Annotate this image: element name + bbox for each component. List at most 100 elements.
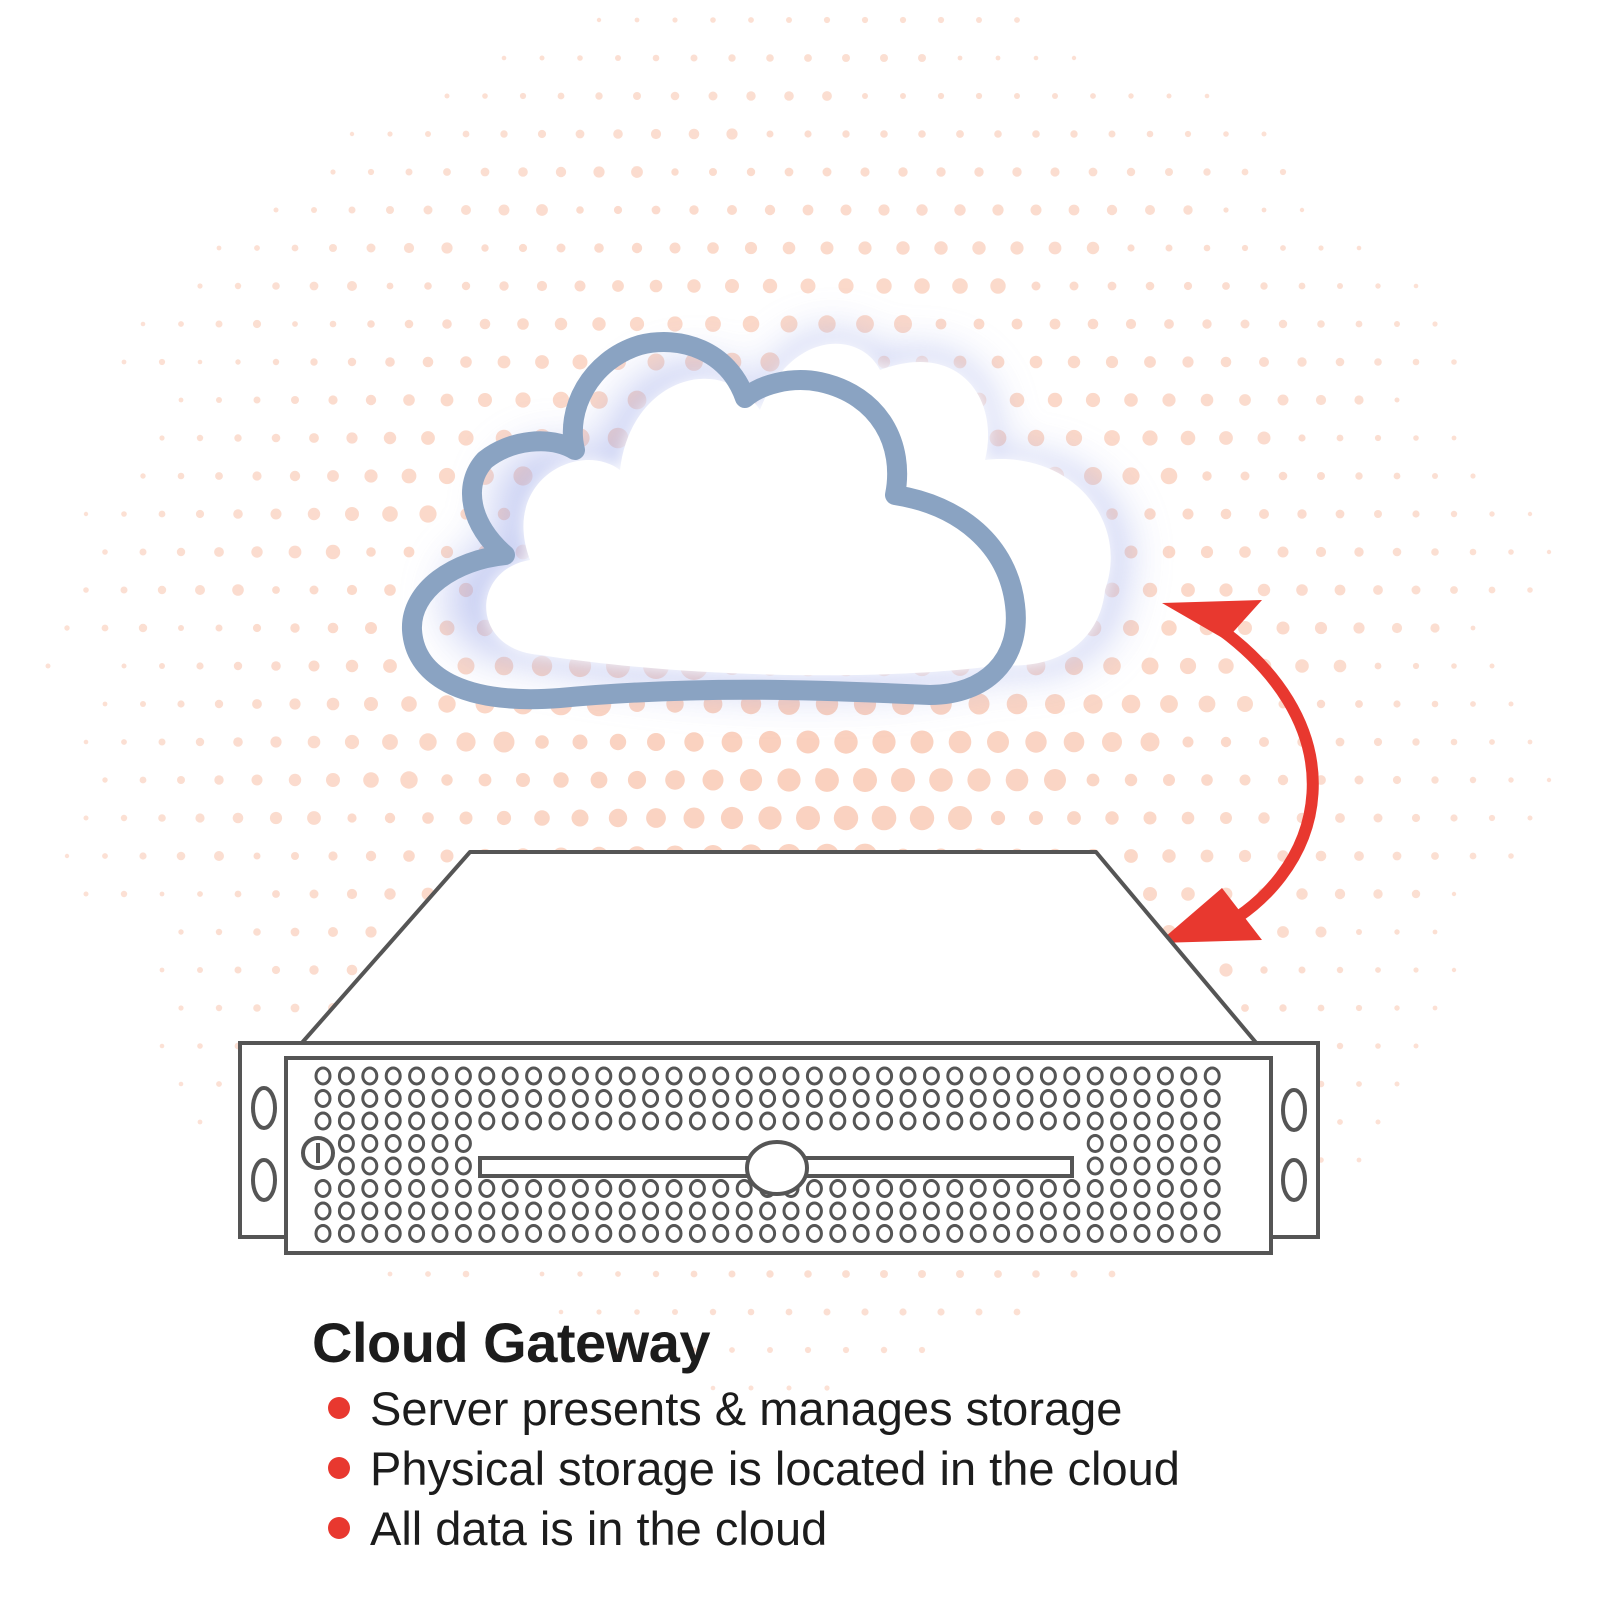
halftone-dot [422, 812, 434, 824]
halftone-dot [758, 730, 782, 754]
halftone-dot [818, 315, 836, 333]
vent-hole [478, 1111, 496, 1131]
vent-hole [314, 1224, 332, 1243]
halftone-dot [328, 395, 338, 405]
halftone-dot [481, 244, 489, 252]
halftone-dot [1260, 282, 1268, 290]
vent-hole [408, 1089, 426, 1108]
vent-hole [782, 1201, 800, 1221]
halftone-dot [121, 359, 127, 365]
vent-hole [1180, 1134, 1198, 1153]
vent-hole [618, 1224, 636, 1243]
halftone-dot [1334, 584, 1346, 596]
halftone-dot [766, 130, 774, 138]
halftone-dot [822, 167, 832, 177]
vent-hole [454, 1224, 472, 1243]
halftone-dot [861, 1308, 869, 1316]
halftone-dot [1029, 355, 1043, 369]
halftone-dot [1145, 205, 1155, 215]
halftone-dot [365, 926, 377, 938]
halftone-dot [1297, 357, 1307, 367]
halftone-dot [1203, 168, 1211, 176]
halftone-dot [710, 17, 716, 23]
halftone-dot [1163, 774, 1175, 786]
halftone-dot [139, 852, 147, 860]
halftone-dot [83, 739, 89, 745]
halftone-dot [956, 130, 964, 138]
halftone-dot [577, 55, 583, 61]
halftone-dot [820, 241, 834, 255]
halftone-dot [270, 508, 282, 520]
halftone-dot [501, 55, 507, 61]
halftone-dot [1240, 319, 1250, 329]
halftone-dot [665, 770, 685, 790]
halftone-dot [899, 16, 907, 24]
halftone-dot [158, 510, 166, 518]
vent-hole [759, 1201, 777, 1221]
halftone-dot [177, 700, 185, 708]
halftone-dot [518, 167, 528, 177]
halftone-dot [518, 243, 528, 253]
halftone-dot [290, 1003, 300, 1013]
halftone-dot [1373, 737, 1383, 747]
halftone-dot [214, 851, 224, 861]
halftone-dot [234, 282, 242, 290]
vent-hole [595, 1111, 613, 1131]
halftone-dot [1012, 167, 1022, 177]
vent-hole [618, 1179, 636, 1198]
vent-hole [478, 1179, 496, 1198]
vent-hole [314, 1089, 332, 1108]
halftone-dot [365, 850, 377, 862]
halftone-dot [671, 168, 679, 176]
halftone-dot [347, 357, 357, 367]
halftone-dot [840, 204, 852, 216]
halftone-dot [271, 433, 281, 443]
halftone-dot [1165, 244, 1173, 252]
vent-hole [431, 1066, 449, 1086]
vent-hole [1039, 1179, 1057, 1198]
vent-hole [1203, 1111, 1221, 1131]
halftone-dot [786, 17, 792, 23]
halftone-dot [346, 584, 358, 596]
halftone-dot [121, 511, 127, 517]
vent-hole [899, 1179, 917, 1198]
vent-hole [1180, 1111, 1198, 1131]
halftone-dot [478, 773, 492, 787]
halftone-dot [253, 928, 261, 936]
halftone-dot [367, 168, 375, 176]
vent-hole [571, 1179, 589, 1198]
vent-hole [1203, 1224, 1221, 1243]
halftone-dot [139, 776, 147, 784]
vent-hole [829, 1179, 847, 1198]
halftone-dot [327, 622, 339, 634]
halftone-dot [992, 204, 1004, 216]
halftone-dot [1508, 777, 1514, 783]
halftone-dot [140, 321, 146, 327]
halftone-dot [1546, 549, 1552, 555]
halftone-dot [441, 774, 453, 786]
halftone-dot [729, 1347, 735, 1353]
halftone-dot [308, 660, 320, 672]
halftone-dot [215, 1004, 223, 1012]
vent-hole [946, 1066, 964, 1086]
vent-hole [735, 1201, 753, 1221]
halftone-dot [804, 1346, 812, 1354]
vent-hole [805, 1089, 823, 1108]
halftone-dot [159, 967, 165, 973]
halftone-dot [1527, 739, 1533, 745]
halftone-dot [234, 434, 242, 442]
halftone-dot [1141, 657, 1159, 675]
vent-hole [1180, 1201, 1198, 1221]
halftone-dot [215, 320, 223, 328]
halftone-dot [1240, 471, 1250, 481]
halftone-dot [1375, 1119, 1381, 1125]
halftone-dot [1451, 967, 1457, 973]
halftone-dot [102, 549, 108, 555]
vent-hole [1133, 1179, 1151, 1198]
halftone-dot [83, 891, 89, 897]
vent-hole [735, 1224, 753, 1243]
vent-hole [1133, 1134, 1151, 1153]
halftone-dot [120, 586, 128, 594]
halftone-dot [918, 130, 926, 138]
vent-hole [946, 1224, 964, 1243]
